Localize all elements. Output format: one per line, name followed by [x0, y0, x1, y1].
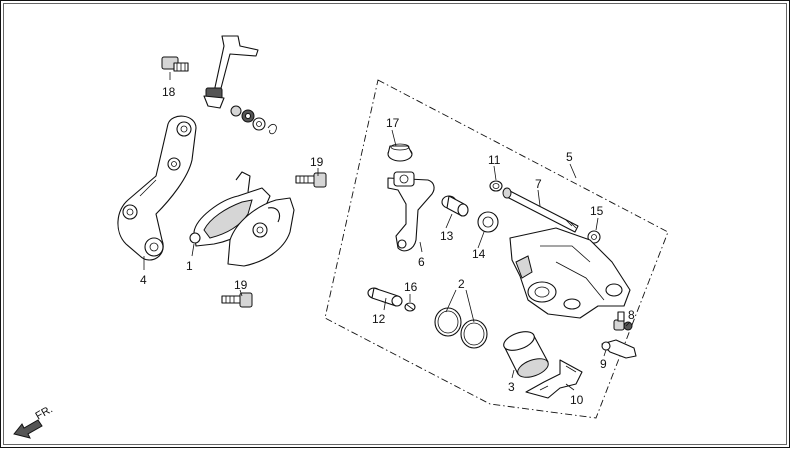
seal-14[interactable]: [477, 211, 499, 233]
piston-3[interactable]: [501, 328, 551, 381]
pin-12[interactable]: [367, 287, 403, 307]
pad-pin-7[interactable]: [502, 187, 579, 233]
label-8: 8: [628, 308, 635, 322]
slide-pin-13[interactable]: [441, 195, 469, 217]
o-ring-11[interactable]: [489, 180, 503, 192]
brake-pad-plate: [227, 197, 295, 267]
bolt-19-upper[interactable]: [295, 172, 327, 188]
label-19-lower: 19: [234, 278, 248, 292]
piston-seals-2[interactable]: [434, 307, 488, 349]
label-17: 17: [386, 116, 400, 130]
caliper-bracket-4[interactable]: [117, 115, 197, 261]
clip-16[interactable]: [404, 302, 416, 312]
label-1: 1: [186, 259, 193, 273]
caliper-body: [509, 227, 631, 319]
front-direction-arrow: FR.: [13, 403, 55, 439]
label-7: 7: [535, 177, 542, 191]
label-18: 18: [162, 85, 176, 99]
front-direction-label: FR.: [34, 403, 55, 422]
leader-lines: [143, 72, 631, 391]
caliper-assembly-boundary: [324, 79, 669, 419]
label-5: 5: [566, 150, 573, 164]
label-10: 10: [570, 393, 584, 407]
bleeder-8[interactable]: [613, 311, 633, 331]
pad-spring-10[interactable]: [525, 359, 583, 399]
label-16: 16: [404, 280, 418, 294]
rod-nut-and-pin: [230, 105, 277, 135]
label-14: 14: [472, 247, 486, 261]
boot-17[interactable]: [387, 143, 413, 162]
label-15: 15: [590, 204, 604, 218]
bleeder-cap-9[interactable]: [601, 339, 637, 359]
bolt-18[interactable]: [161, 56, 189, 72]
plug-15[interactable]: [587, 230, 601, 244]
label-6: 6: [418, 255, 425, 269]
label-11: 11: [488, 153, 501, 167]
bolt-19-lower[interactable]: [221, 292, 253, 308]
label-4: 4: [140, 273, 147, 287]
label-3: 3: [508, 380, 515, 394]
label-2: 2: [458, 277, 465, 291]
label-9: 9: [600, 357, 607, 371]
label-19-upper: 19: [310, 155, 324, 169]
label-12: 12: [372, 312, 386, 326]
pin-bracket-6[interactable]: [387, 171, 435, 252]
label-13: 13: [440, 229, 454, 243]
brake-rod: [203, 35, 259, 109]
